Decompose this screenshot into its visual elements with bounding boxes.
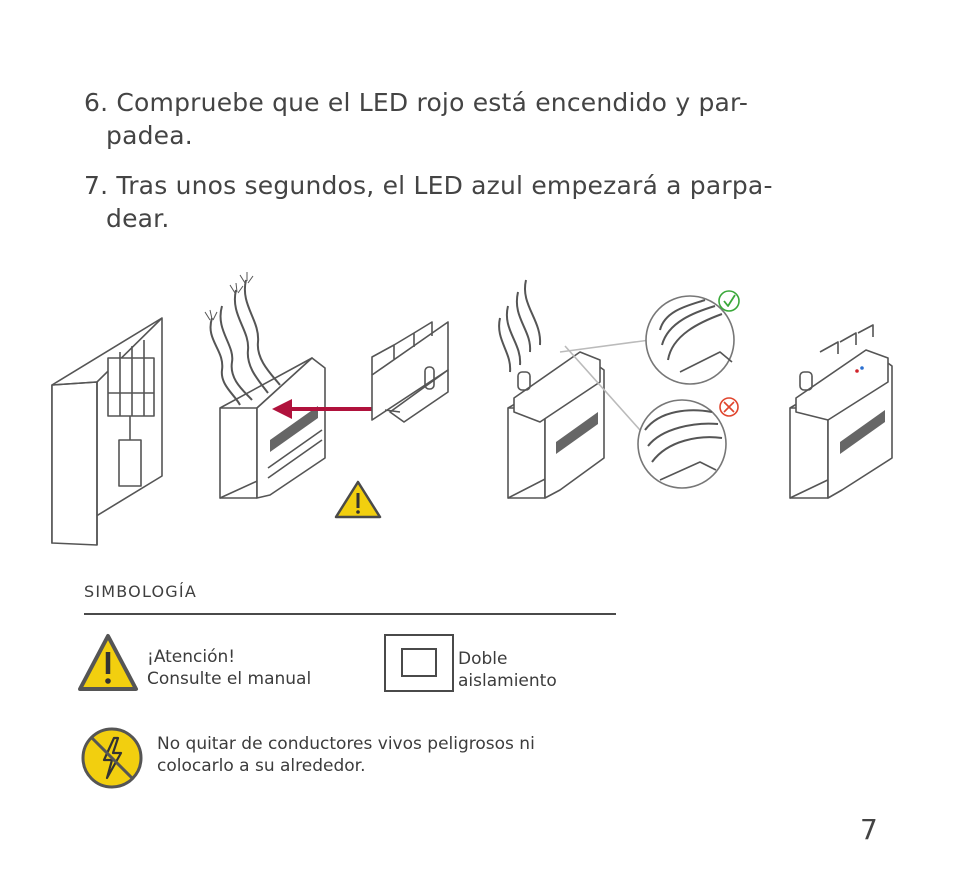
insert-arrow — [272, 399, 385, 419]
zoom-wrong — [637, 399, 727, 489]
installed-device — [498, 279, 651, 499]
double-insulation-label: Doble aislamiento — [458, 648, 557, 692]
zoom-correct — [645, 295, 735, 385]
electrical-panel — [51, 317, 163, 546]
page-number: 7 — [860, 813, 878, 846]
double-line1: Doble — [458, 649, 508, 669]
symbology-title: SIMBOLOGÍA — [84, 582, 197, 601]
step-6-line2: padea. — [106, 121, 193, 150]
warning-line1: ¡Atención! — [147, 647, 236, 667]
warning-line2: Consulte el manual — [147, 669, 312, 689]
double-insulation-icon — [384, 634, 454, 692]
check-icon — [718, 290, 740, 312]
step-7-line2: dear. — [106, 204, 170, 233]
no-remove-label: No quitar de conductores vivos peligroso… — [157, 733, 627, 777]
step-7-line1: 7. Tras unos segundos, el LED azul empez… — [84, 171, 773, 200]
step-6: 6. Compruebe que el LED rojo está encend… — [84, 86, 864, 152]
connector-block — [371, 321, 449, 423]
no-touch-live-icon — [81, 727, 143, 789]
warning-label: ¡Atención! Consulte el manual — [147, 646, 311, 690]
warning-triangle-icon — [78, 634, 138, 691]
step-6-line1: 6. Compruebe que el LED rojo está encend… — [84, 88, 749, 117]
final-device — [789, 324, 893, 499]
symbology-divider — [84, 613, 616, 615]
no-remove-line2: colocarlo a su alrededor. — [157, 756, 366, 776]
cross-icon — [719, 397, 739, 417]
step-7: 7. Tras unos segundos, el LED azul empez… — [84, 169, 864, 235]
double-line2: aislamiento — [458, 671, 557, 691]
no-remove-line1: No quitar de conductores vivos peligroso… — [157, 734, 535, 754]
warning-triangle-icon — [334, 480, 382, 519]
device-with-wires — [204, 272, 326, 499]
installation-illustration — [51, 272, 893, 546]
